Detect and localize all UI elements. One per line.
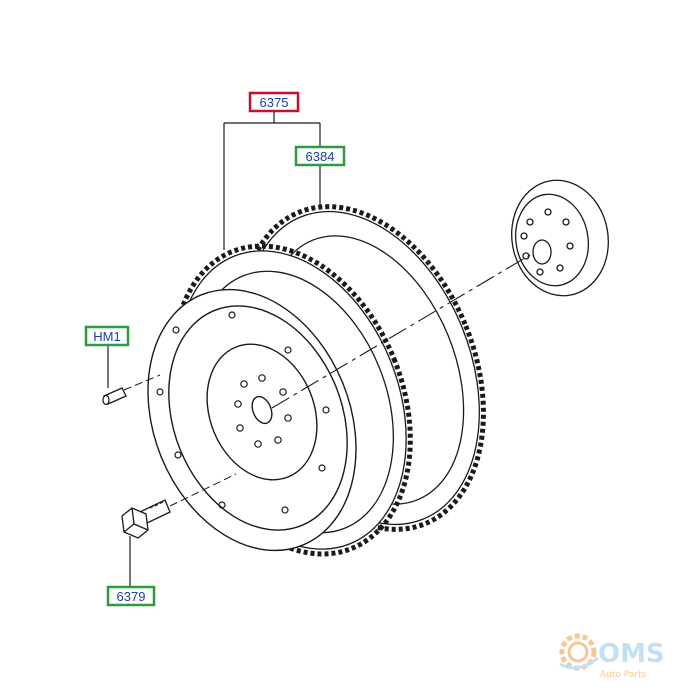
callout-6379[interactable]: 6379 [106,585,156,607]
hub-hole [566,242,574,250]
crank-hub-face [515,193,589,287]
bolt-hole [240,380,248,388]
callout-6379-label: 6379 [117,589,146,604]
flywheel-center-bore [251,395,273,425]
bolt-axis [169,473,237,507]
bolt-hole [318,464,326,472]
bolt-hole [279,388,287,396]
bolt-hole [284,346,292,354]
callout-hm1[interactable]: HM1 [84,325,130,347]
hub-hole [526,218,534,226]
dowel-pin [102,387,127,406]
bolt-hole [234,400,242,408]
flywheel-clutch-bolt-holes [156,311,330,514]
watermark-brand: OMS [598,639,665,669]
flywheel-rim-step [168,305,348,531]
bolt-hole [284,414,292,422]
crank-hub-rim [511,179,609,297]
watermark-tagline: Auto Parts [600,670,647,680]
leader-lines [107,111,321,587]
hub-hole [536,268,544,276]
bolt-hole [236,424,244,432]
hub-hole [544,208,552,216]
flywheel-bolt [121,499,171,539]
watermark-logo: OMS Auto Parts [559,633,665,680]
flywheel-face [206,343,318,481]
callout-6375[interactable]: 6375 [248,91,300,113]
callout-hm1-label: HM1 [93,329,120,344]
bolt-hole [218,501,226,509]
crank-hub [511,179,609,297]
hub-hole [556,264,564,272]
gear-icon [559,633,599,671]
bolt-hole [254,440,262,448]
bolt-hole [174,451,182,459]
hub-hole [520,232,528,240]
bolt-hole [156,388,164,396]
callout-6384-label: 6384 [306,149,335,164]
callout-6384[interactable]: 6384 [294,145,346,167]
bolt-hole [322,406,330,414]
bolt-hole [258,374,266,382]
flywheel-crank-bolt-holes [234,374,292,448]
callout-6375-label: 6375 [260,95,289,110]
hub-hole [562,218,570,226]
bolt-hole [281,506,289,514]
flywheel-plate [147,288,357,552]
bolt-hole [274,436,282,444]
crank-hub-bore [532,239,552,265]
bolt-hole [228,311,236,319]
dowel-pin-axis [123,374,161,391]
assembly-axis-line [271,254,531,409]
bolt-hole [172,326,180,334]
